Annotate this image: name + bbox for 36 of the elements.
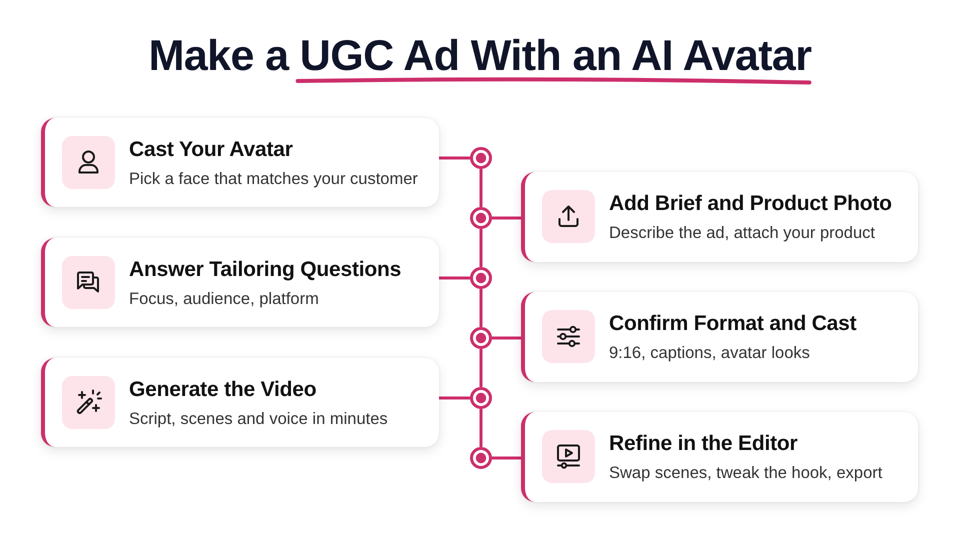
- step-description: Script, scenes and voice in minutes: [129, 409, 388, 429]
- timeline-dot: [470, 447, 492, 469]
- step-description: 9:16, captions, avatar looks: [609, 343, 810, 363]
- step-card: [41, 118, 439, 207]
- timeline-dot: [470, 207, 492, 229]
- step-title: Confirm Format and Cast: [609, 311, 856, 336]
- step-card: [521, 292, 918, 382]
- connector-line: [492, 336, 521, 340]
- connector-line: [480, 289, 482, 327]
- step-title: Answer Tailoring Questions: [129, 257, 402, 282]
- timeline-dot: [470, 327, 492, 349]
- connector-line: [492, 456, 521, 460]
- connector-line: [480, 349, 482, 387]
- timeline-dot: [470, 147, 492, 169]
- step-description: Pick a face that matches your customer: [129, 169, 418, 189]
- step-description: Focus, audience, platform: [129, 289, 319, 309]
- step-card: [521, 412, 918, 502]
- connector-line: [492, 216, 521, 220]
- step-card: [41, 238, 439, 327]
- step-title: Add Brief and Product Photo: [609, 191, 892, 216]
- diagram-title: Make a UGC Ad With an AI Avatar: [148, 32, 812, 80]
- step-description: Swap scenes, tweak the hook, export: [609, 463, 882, 483]
- timeline-dot: [470, 267, 492, 289]
- step-card: [41, 358, 439, 447]
- connector-line: [480, 409, 482, 447]
- step-title: Cast Your Avatar: [129, 137, 293, 162]
- step-title: Refine in the Editor: [609, 431, 798, 456]
- connector-line: [439, 156, 470, 160]
- connector-line: [439, 276, 470, 280]
- step-card: [521, 172, 918, 262]
- connector-line: [480, 169, 482, 207]
- step-description: Describe the ad, attach your product: [609, 223, 875, 243]
- connector-line: [439, 396, 470, 400]
- timeline-dot: [470, 387, 492, 409]
- step-title: Generate the Video: [129, 377, 316, 402]
- connector-line: [480, 229, 482, 267]
